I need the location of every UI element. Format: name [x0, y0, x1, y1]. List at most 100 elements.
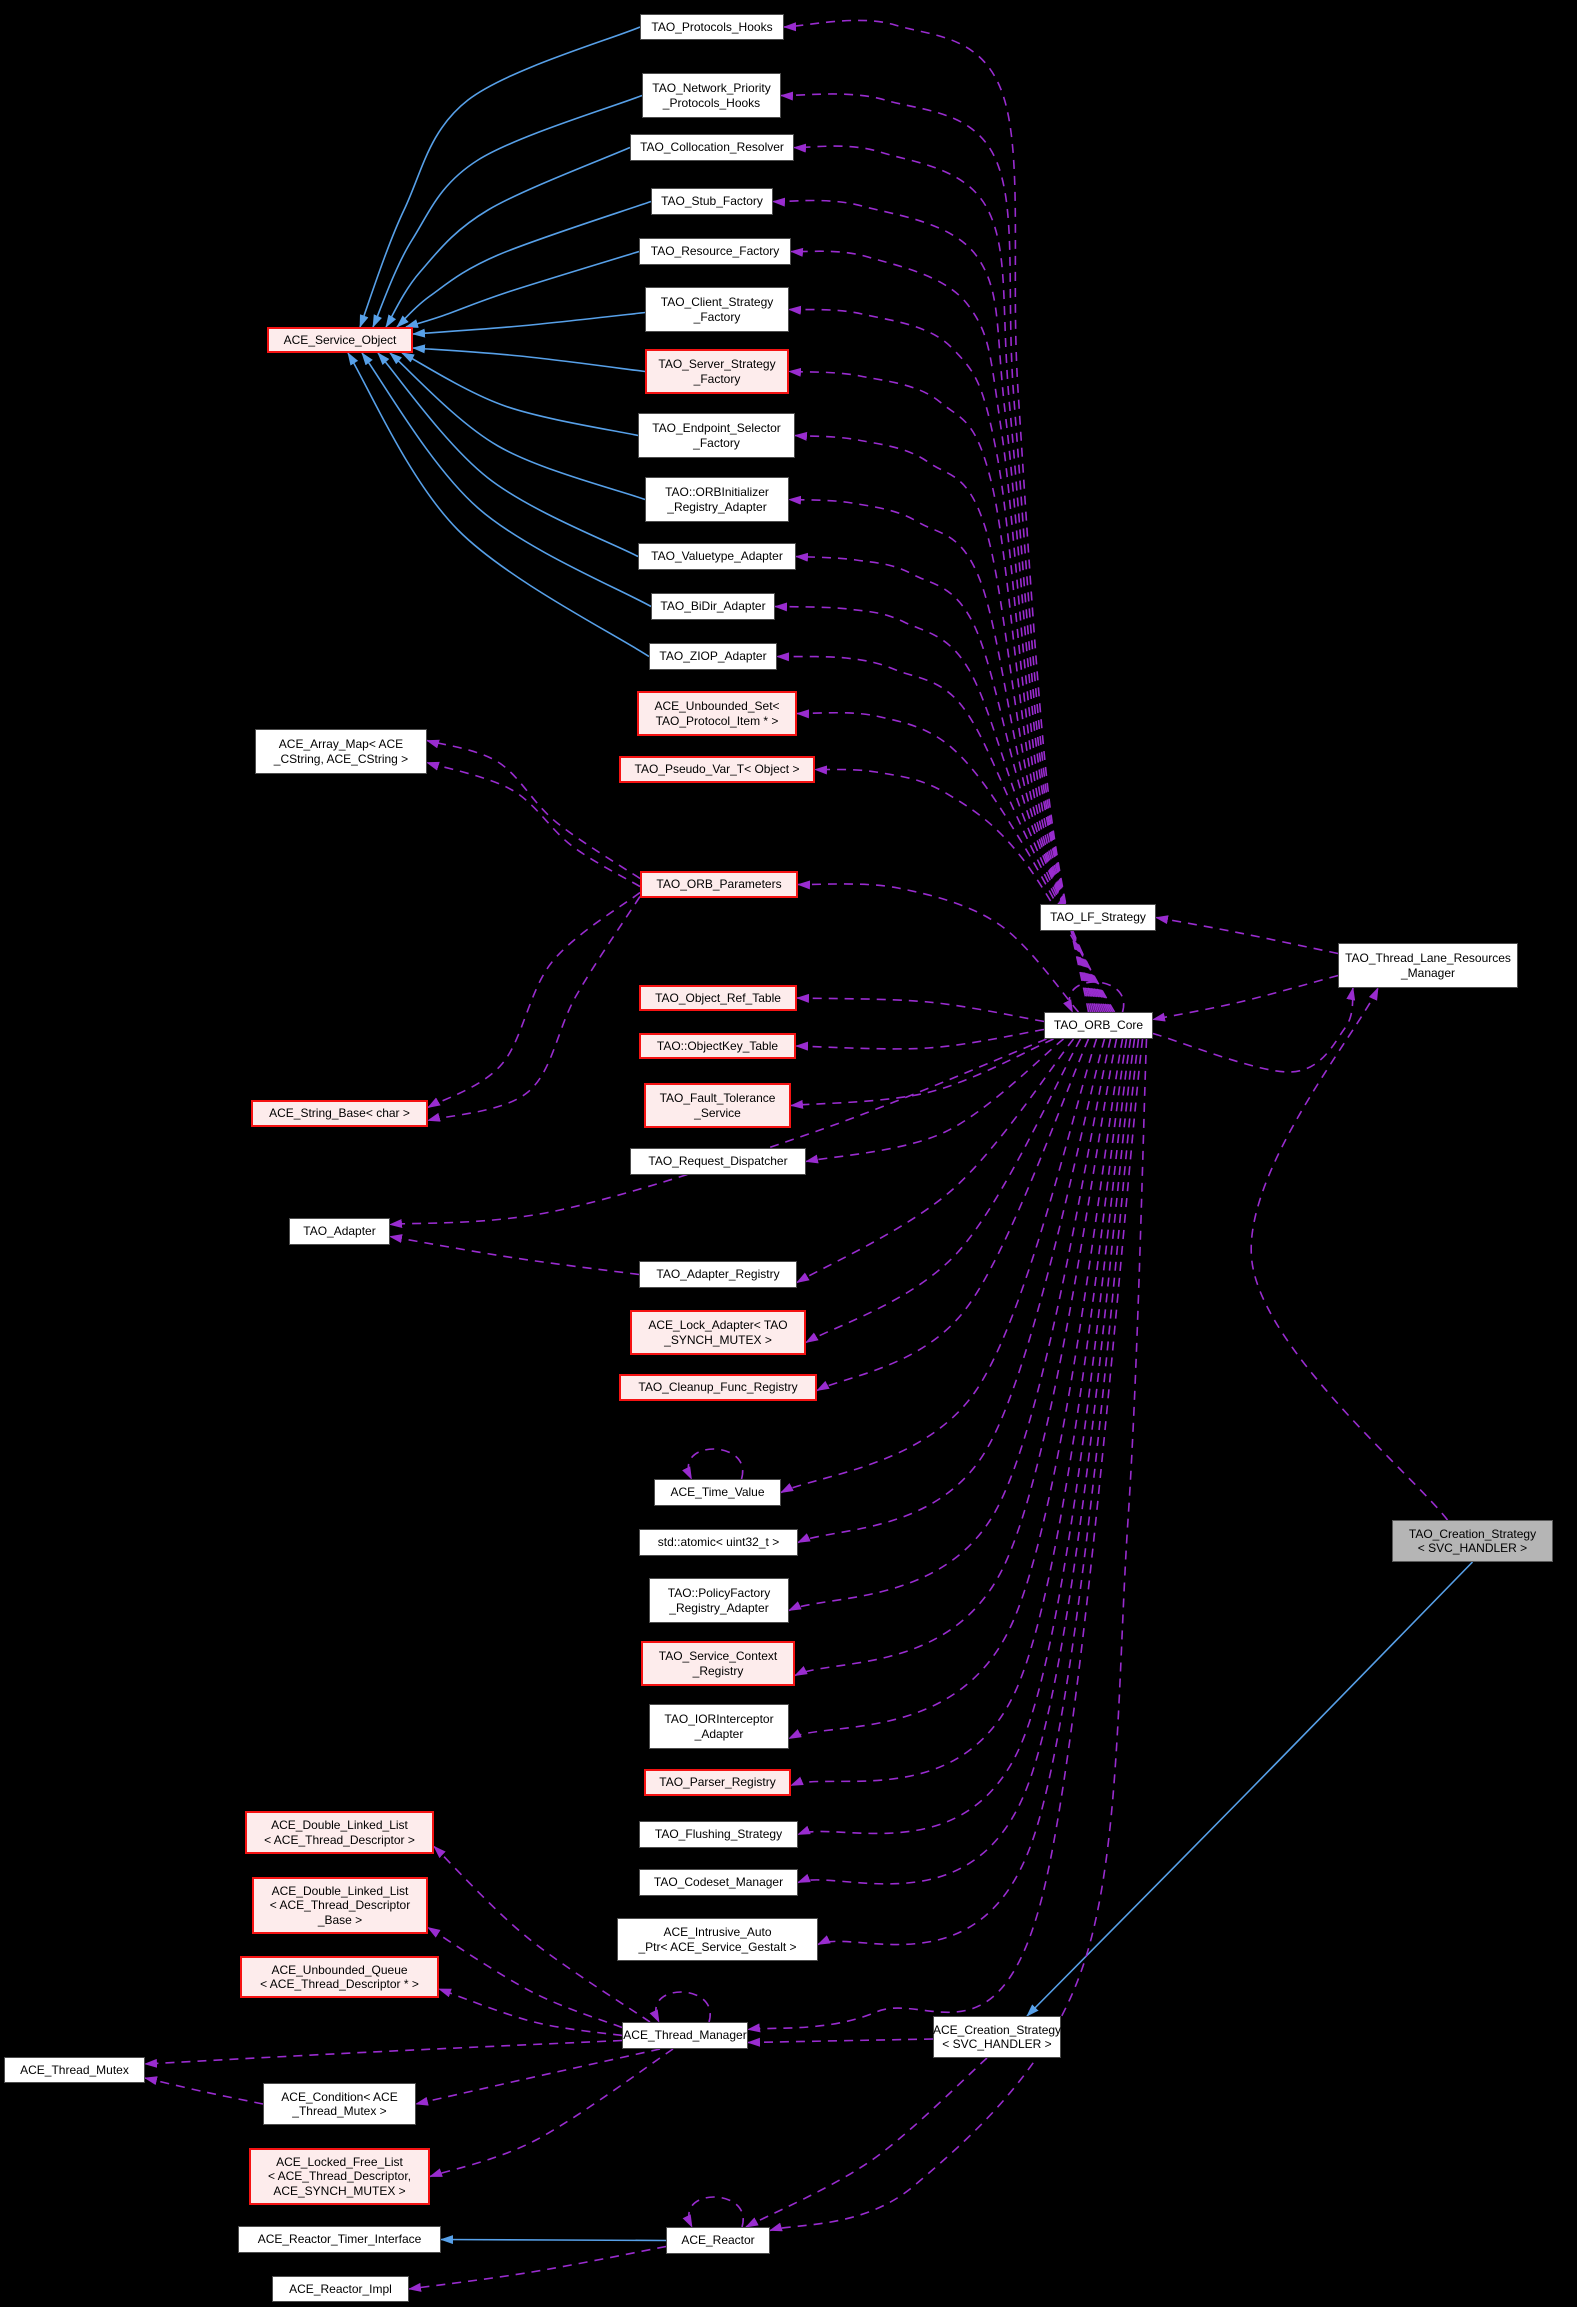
edge-thread_lane_resources_manager-to-lf_strategy	[1155, 915, 1339, 955]
node-service_context_registry[interactable]: TAO_Service_Context_Registry	[641, 1641, 795, 1686]
node-protocols_hooks[interactable]: TAO_Protocols_Hooks	[640, 14, 784, 40]
node-label: TAO_Server_Strategy	[658, 357, 776, 372]
node-creation_strategy_ace[interactable]: ACE_Creation_Strategy< SVC_HANDLER >	[933, 2016, 1061, 2058]
node-label: ACE_Unbounded_Queue	[271, 1962, 408, 1977]
node-reactor[interactable]: ACE_Reactor	[666, 2227, 770, 2254]
node-atomic_uint32[interactable]: std::atomic< uint32_t >	[639, 1529, 798, 1556]
node-orb_core[interactable]: TAO_ORB_Core	[1044, 1012, 1153, 1039]
node-label: _Ptr< ACE_Service_Gestalt >	[638, 1939, 797, 1954]
edge-resource_factory-to-ace_service_object	[405, 250, 640, 328]
node-thread_lane_resources_manager[interactable]: TAO_Thread_Lane_Resources_Manager	[1338, 943, 1518, 988]
node-label: _Manager	[1400, 965, 1456, 980]
node-network_priority_hooks[interactable]: TAO_Network_Priority_Protocols_Hooks	[642, 73, 781, 118]
node-unbounded_set_protocol[interactable]: ACE_Unbounded_Set<TAO_Protocol_Item * >	[637, 691, 797, 736]
node-server_strategy_factory[interactable]: TAO_Server_Strategy_Factory	[645, 349, 789, 394]
node-string_base[interactable]: ACE_String_Base< char >	[251, 1100, 428, 1127]
node-thread_manager[interactable]: ACE_Thread_Manager	[622, 2022, 748, 2049]
node-orbinitializer_registry_adapter[interactable]: TAO::ORBInitializer_Registry_Adapter	[645, 477, 789, 522]
edge-orb_core-to-server_strategy_factory	[788, 367, 1102, 1013]
node-ziop_adapter[interactable]: TAO_ZIOP_Adapter	[649, 643, 777, 670]
node-condition_thread_mutex[interactable]: ACE_Condition< ACE_Thread_Mutex >	[263, 2083, 416, 2125]
node-objectkey_table[interactable]: TAO::ObjectKey_Table	[639, 1033, 796, 1059]
node-cleanup_func_registry[interactable]: TAO_Cleanup_Func_Registry	[619, 1374, 817, 1401]
node-pseudo_var[interactable]: TAO_Pseudo_Var_T< Object >	[619, 756, 815, 783]
edge-creation_strategy_ace-to-reactor	[745, 2057, 988, 2228]
edge-reactor-to-reactor_timer_interface	[440, 2235, 667, 2245]
node-label: TAO_ORB_Parameters	[656, 877, 782, 892]
node-label: TAO_Thread_Lane_Resources	[1345, 951, 1511, 966]
node-label: TAO_Valuetype_Adapter	[651, 549, 783, 564]
node-flushing_strategy[interactable]: TAO_Flushing_Strategy	[639, 1821, 798, 1848]
node-bidir_adapter[interactable]: TAO_BiDir_Adapter	[651, 593, 775, 620]
node-policyfactory_registry_adapter[interactable]: TAO::PolicyFactory_Registry_Adapter	[649, 1578, 789, 1623]
node-label: _Protocols_Hooks	[662, 95, 761, 110]
node-label: TAO_Protocols_Hooks	[651, 19, 773, 34]
edge-ziop_adapter-to-ace_service_object	[347, 352, 650, 658]
node-adapter_registry[interactable]: TAO_Adapter_Registry	[639, 1261, 797, 1288]
edge-orb_core-to-codeset_manager	[797, 1038, 1136, 1885]
node-label: ACE_Thread_Mutex	[20, 2062, 129, 2077]
node-label: < ACE_Thread_Descriptor >	[264, 1832, 415, 1847]
node-locked_free_list[interactable]: ACE_Locked_Free_List< ACE_Thread_Descrip…	[249, 2148, 430, 2205]
node-codeset_manager[interactable]: TAO_Codeset_Manager	[639, 1869, 798, 1896]
node-label: _Service	[694, 1105, 741, 1120]
edge-orb_core-to-stub_factory	[772, 197, 1096, 1013]
edge-thread_manager-to-dll_thread_descriptor_base	[427, 1926, 623, 2029]
node-label: TAO_Collocation_Resolver	[640, 140, 784, 155]
node-label: TAO_Cleanup_Func_Registry	[638, 1380, 798, 1395]
edge-orb_core-to-request_dispatcher	[805, 1038, 1064, 1164]
node-fault_tolerance_service[interactable]: TAO_Fault_Tolerance_Service	[644, 1083, 791, 1128]
edge-orb_core-to-intrusive_auto_ptr	[817, 1038, 1140, 1946]
node-resource_factory[interactable]: TAO_Resource_Factory	[639, 238, 791, 265]
node-endpoint_selector_factory[interactable]: TAO_Endpoint_Selector_Factory	[638, 413, 795, 458]
node-label: ACE_Intrusive_Auto	[663, 1925, 772, 1940]
edge-orbinitializer_registry_adapter-to-ace_service_object	[389, 352, 646, 501]
node-valuetype_adapter[interactable]: TAO_Valuetype_Adapter	[638, 543, 796, 570]
node-unbounded_queue[interactable]: ACE_Unbounded_Queue< ACE_Thread_Descript…	[240, 1956, 439, 1998]
edge-orb_core-to-adapter	[389, 1038, 1047, 1228]
node-reactor_impl[interactable]: ACE_Reactor_Impl	[272, 2276, 409, 2302]
node-collocation_resolver[interactable]: TAO_Collocation_Resolver	[630, 134, 794, 161]
edge-endpoint_selector_factory-to-ace_service_object	[401, 352, 639, 437]
edge-network_priority_hooks-to-ace_service_object	[372, 94, 643, 328]
edge-orb_core-to-reactor	[769, 1038, 1148, 2232]
edge-orb_core-to-policyfactory_registry_adapter	[788, 1038, 1112, 1612]
edge-orb_core-to-service_context_registry	[794, 1038, 1118, 1677]
node-label: TAO_Codeset_Manager	[653, 1875, 784, 1890]
self-loop-time_value	[682, 1448, 744, 1480]
node-stub_factory[interactable]: TAO_Stub_Factory	[651, 188, 773, 215]
node-parser_registry[interactable]: TAO_Parser_Registry	[644, 1769, 791, 1796]
node-orb_parameters[interactable]: TAO_ORB_Parameters	[640, 871, 798, 898]
node-lock_adapter[interactable]: ACE_Lock_Adapter< TAO_SYNCH_MUTEX >	[630, 1310, 806, 1355]
node-label: _Registry_Adapter	[667, 499, 767, 514]
node-thread_mutex[interactable]: ACE_Thread_Mutex	[4, 2057, 145, 2083]
node-iorinterceptor_adapter[interactable]: TAO_IORInterceptor_Adapter	[649, 1704, 789, 1749]
edge-orb_core-to-parser_registry	[790, 1038, 1128, 1787]
node-dll_thread_descriptor_base[interactable]: ACE_Double_Linked_List< ACE_Thread_Descr…	[252, 1877, 428, 1934]
node-request_dispatcher[interactable]: TAO_Request_Dispatcher	[630, 1148, 806, 1175]
node-reactor_timer_interface[interactable]: ACE_Reactor_Timer_Interface	[238, 2226, 441, 2253]
node-label: TAO_Adapter_Registry	[656, 1267, 780, 1282]
node-time_value[interactable]: ACE_Time_Value	[654, 1479, 781, 1506]
node-array_map[interactable]: ACE_Array_Map< ACE_CString, ACE_CString …	[255, 729, 427, 774]
node-label: _Base >	[317, 1912, 363, 1927]
node-label: ACE_Reactor_Impl	[289, 2281, 392, 2296]
node-client_strategy_factory[interactable]: TAO_Client_Strategy_Factory	[645, 287, 789, 332]
edge-orb_core-to-time_value	[780, 1038, 1098, 1494]
node-label: _Thread_Mutex >	[292, 2104, 387, 2118]
node-dll_thread_descriptor[interactable]: ACE_Double_Linked_List< ACE_Thread_Descr…	[245, 1811, 434, 1854]
node-adapter[interactable]: TAO_Adapter	[289, 1218, 390, 1245]
node-creation_strategy_tao[interactable]: TAO_Creation_Strategy< SVC_HANDLER >	[1392, 1520, 1553, 1562]
node-label: TAO::ObjectKey_Table	[656, 1038, 779, 1053]
edge-reactor-to-reactor_impl	[408, 2245, 667, 2292]
node-lf_strategy[interactable]: TAO_LF_Strategy	[1040, 904, 1156, 931]
node-label: TAO_ZIOP_Adapter	[659, 649, 767, 664]
node-label: _Factory	[693, 435, 740, 450]
node-ace_service_object[interactable]: ACE_Service_Object	[267, 327, 413, 353]
node-label: _Registry_Adapter	[669, 1600, 769, 1615]
node-label: TAO_Adapter	[303, 1224, 376, 1239]
node-object_ref_table[interactable]: TAO_Object_Ref_Table	[639, 985, 797, 1011]
node-intrusive_auto_ptr[interactable]: ACE_Intrusive_Auto_Ptr< ACE_Service_Gest…	[617, 1918, 818, 1961]
